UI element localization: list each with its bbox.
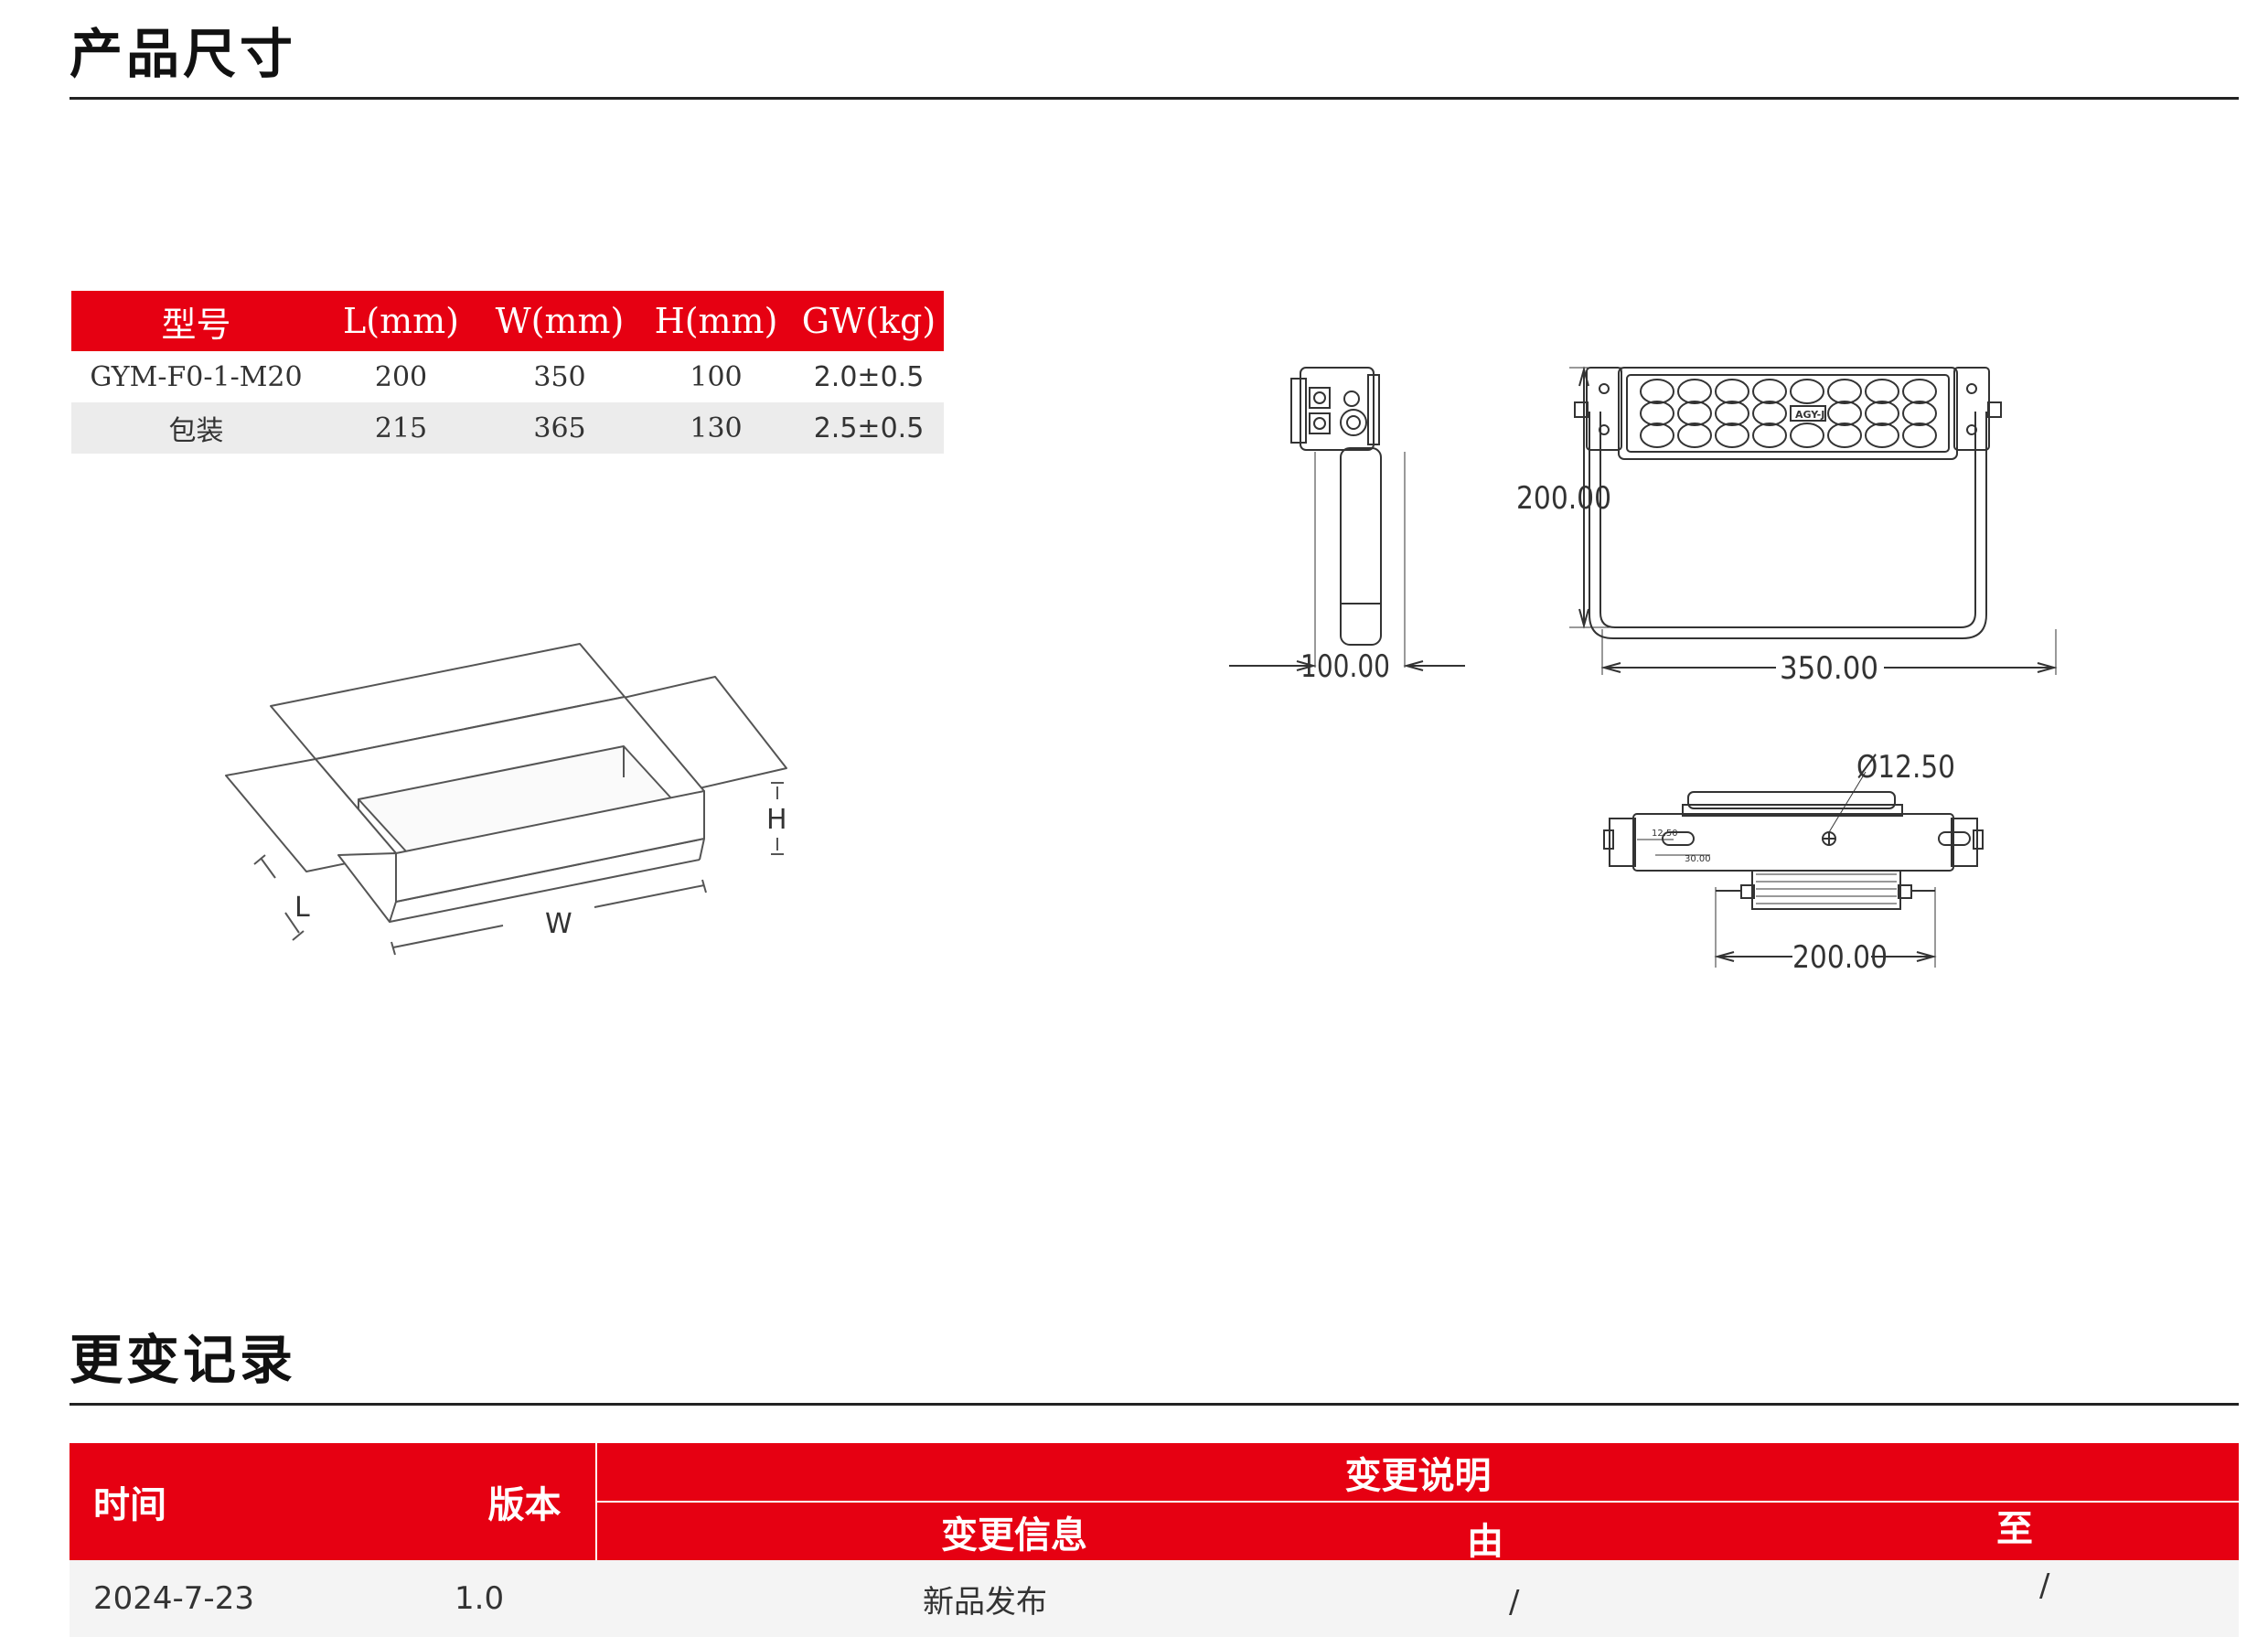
dim-bottom-width: 200.00 [1792,939,1888,976]
section-title-change-log: 更变记录 [70,1329,297,1391]
cell-weight: 2.0±0.5 [813,360,925,393]
row-time: 2024-7-23 [93,1580,254,1617]
header-model: 型号 [71,291,321,351]
bottom-view [1603,771,1984,968]
header-to-label: 至 [1996,1508,2033,1550]
row-from: / [1509,1584,1520,1621]
cell-length: 200 [374,360,428,393]
box-label-w: W [545,908,572,940]
cell-width: 365 [481,402,638,454]
dimension-table-header: 型号 L(mm) W(mm) H(mm) GW(kg) [71,291,944,351]
header-from-label: 由 [1467,1521,1503,1563]
led-array [1640,379,1937,448]
section-divider [70,97,2239,100]
box-label-l: L [294,892,310,924]
header-time-label: 时间 [93,1484,166,1526]
table-row: 包装 215 365 130 2.5±0.5 [71,402,944,454]
cell-height: 130 [638,402,794,454]
cell-weight: 2.5±0.5 [794,402,944,454]
cell-width: 350 [533,360,586,393]
brand-mark: AGY-J [1795,409,1824,421]
dim-side-width: 100.00 [1300,648,1390,685]
dimension-table: 型号 L(mm) W(mm) H(mm) GW(kg) GYM-F0-1-M20… [71,291,944,454]
cell-model: GYM-F0-1-M20 [90,360,303,393]
dim-height: 200.00 [1516,480,1611,517]
front-view [1569,366,2058,675]
dim-hole: Ø12.50 [1856,749,1955,786]
header-width: W(mm) [481,291,638,351]
row-info: 新品发布 [923,1583,1047,1621]
section-divider [70,1403,2239,1406]
cell-model: 包装 [71,402,321,454]
technical-drawing: AGY-J 100.00 200.00 350.00 Ø12.50 200.00… [1229,366,2058,976]
header-change-info-label: 变更信息 [941,1514,1087,1557]
cell-length: 215 [321,402,481,454]
header-height: H(mm) [638,291,794,351]
dim-small-b: 30.00 [1685,854,1711,864]
header-change-desc-label: 变更说明 [1344,1454,1492,1497]
header-change-info: 变更信息 由 至 [597,1503,2239,1563]
header-weight: GW(kg) [794,291,944,351]
table-row: GYM-F0-1-M20 200 350 100 2.0±0.5 [71,351,944,402]
row-to: / [2039,1567,2050,1604]
cell-height: 100 [690,360,743,393]
dim-front-width: 350.00 [1780,650,1878,687]
packaging-box-diagram: L W H [225,643,787,956]
change-log-table: 时间 版本 变更说明 变更信息 由 至 2024-7-23 1.0 新品发布 /… [70,1443,2239,1637]
header-length: L(mm) [321,291,481,351]
header-version-label: 版本 [487,1484,562,1526]
side-view [1229,367,1465,671]
section-title-dimensions: 产品尺寸 [70,23,297,85]
dim-small-a: 12.50 [1652,829,1678,839]
row-version: 1.0 [455,1580,505,1617]
header-change-desc: 变更说明 [597,1443,2239,1501]
header-version: 版本 [454,1443,595,1560]
box-label-h: H [766,804,787,836]
table-row: 2024-7-23 1.0 新品发布 / / [70,1560,2239,1637]
